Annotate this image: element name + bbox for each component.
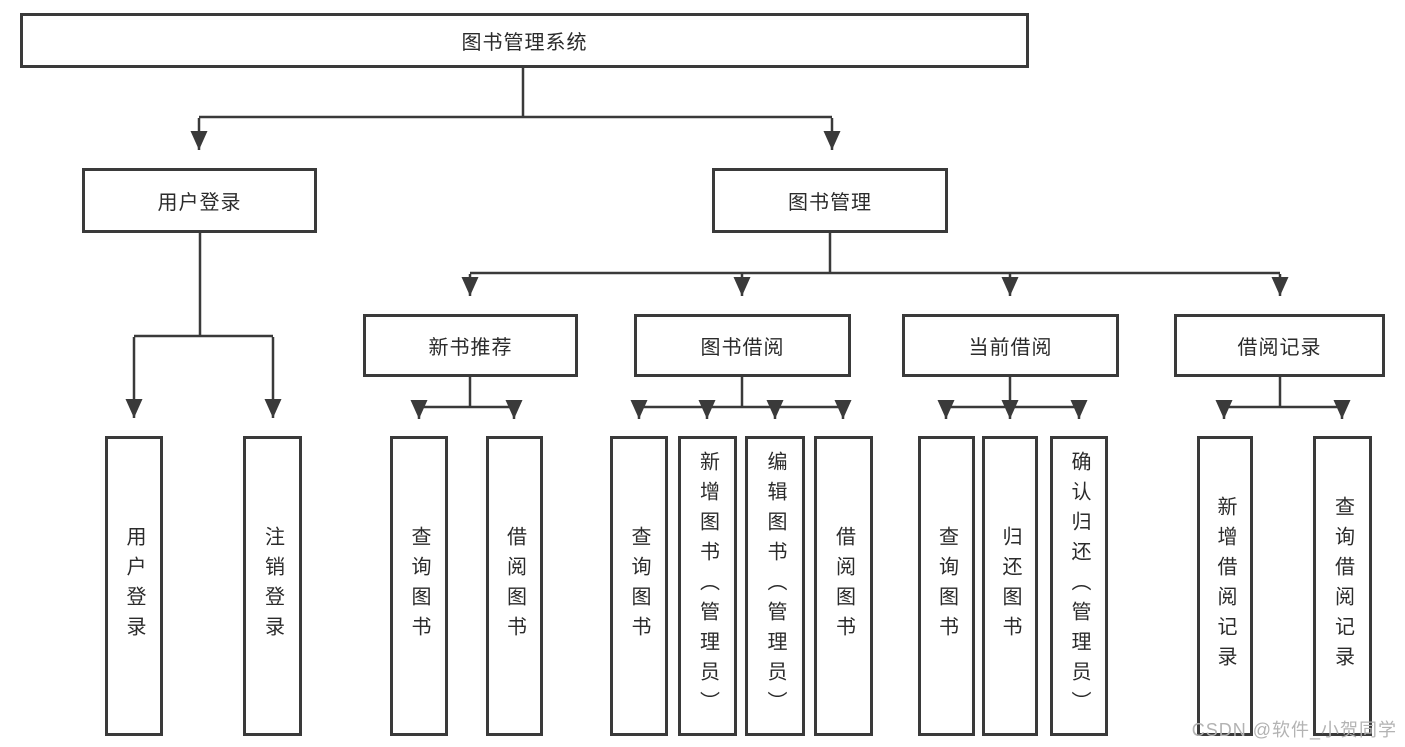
leaf-label: 确认归还（管理员）	[1068, 451, 1090, 721]
node-book-management: 图书管理	[712, 168, 948, 233]
leaf-query-books-borrowing: 查询图书	[610, 436, 668, 736]
leaf-label: 查询借阅记录	[1331, 496, 1354, 676]
leaf-confirm-return-admin: 确认归还（管理员）	[1050, 436, 1108, 736]
leaf-query-books-recommend: 查询图书	[390, 436, 448, 736]
leaf-label: 编辑图书（管理员）	[764, 451, 786, 721]
node-label: 图书借阅	[700, 337, 785, 359]
node-current-borrowing: 当前借阅	[902, 314, 1119, 377]
leaf-label: 注销登录	[261, 526, 284, 646]
leaf-label: 归还图书	[999, 526, 1021, 646]
node-system-root: 图书管理系统	[20, 13, 1029, 68]
leaf-user-login: 用户登录	[105, 436, 163, 736]
leaf-query-books-current: 查询图书	[918, 436, 975, 736]
leaf-label: 借阅图书	[832, 526, 855, 646]
leaf-label: 借阅图书	[503, 526, 526, 646]
node-borrowing-records: 借阅记录	[1174, 314, 1385, 377]
leaf-borrow-books-recommend: 借阅图书	[486, 436, 543, 736]
node-label: 图书管理	[788, 192, 872, 214]
leaf-label: 查询图书	[408, 526, 430, 646]
leaf-label: 查询图书	[935, 526, 958, 646]
node-label: 借阅记录	[1237, 337, 1322, 359]
leaf-label: 新增借阅记录	[1214, 496, 1236, 676]
leaf-add-borrow-record: 新增借阅记录	[1197, 436, 1253, 736]
node-label: 图书管理系统	[461, 32, 588, 54]
leaf-label: 查询图书	[628, 526, 650, 646]
leaf-query-borrow-record: 查询借阅记录	[1313, 436, 1372, 736]
leaf-add-books-admin: 新增图书（管理员）	[678, 436, 737, 736]
node-new-book-recommendation: 新书推荐	[363, 314, 578, 377]
leaf-edit-books-admin: 编辑图书（管理员）	[745, 436, 805, 736]
node-user-login: 用户登录	[82, 168, 317, 233]
node-label: 新书推荐	[428, 337, 513, 359]
leaf-label: 新增图书（管理员）	[696, 451, 719, 721]
node-label: 用户登录	[157, 192, 242, 214]
leaf-borrow-books-borrowing: 借阅图书	[814, 436, 873, 736]
leaf-logout: 注销登录	[243, 436, 302, 736]
csdn-watermark: CSDN @软件_小贺同学	[1191, 720, 1397, 740]
leaf-label: 用户登录	[123, 526, 145, 646]
node-book-borrowing: 图书借阅	[634, 314, 851, 377]
leaf-return-books: 归还图书	[982, 436, 1038, 736]
node-label: 当前借阅	[968, 337, 1053, 359]
